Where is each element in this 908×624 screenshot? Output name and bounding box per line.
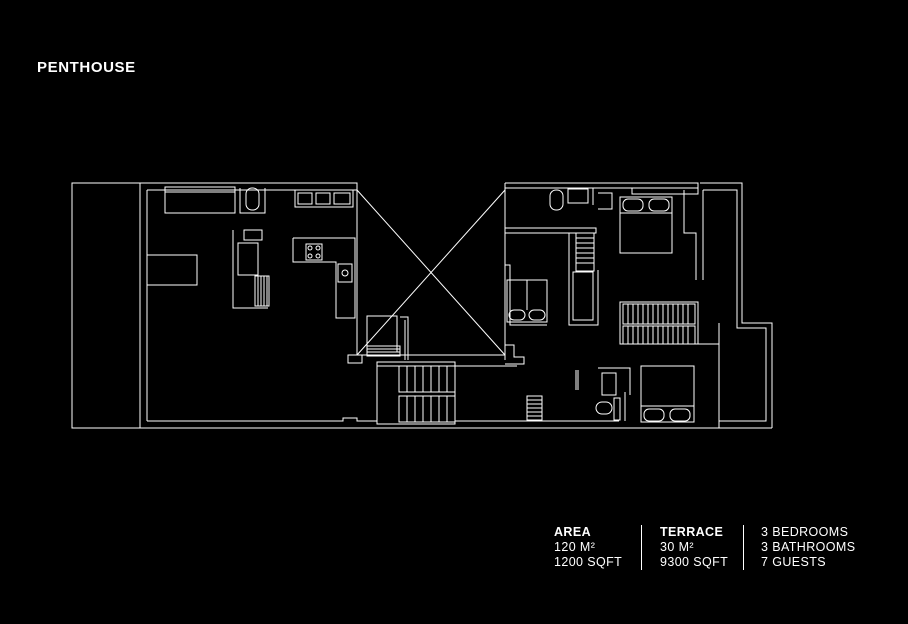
sink [567, 188, 589, 204]
terrace-spec: TERRACE 30 M² 9300 SQFT [641, 525, 743, 570]
kitchen-island [292, 237, 356, 319]
cooktop [305, 243, 323, 261]
terrace-area [71, 182, 141, 429]
kitchen-sink [337, 263, 353, 283]
bed [640, 365, 695, 423]
kitchen-counter [294, 189, 354, 208]
wall-niche [147, 254, 198, 286]
area-metric: 120 M² [554, 540, 596, 554]
bathrooms-count: 3 BATHROOMS [761, 540, 856, 554]
toilet [245, 187, 260, 211]
central-stairs [376, 361, 456, 425]
wardrobe-hatch [627, 304, 689, 344]
outer-wall [147, 417, 377, 422]
terrace-metric: 30 M² [660, 540, 694, 554]
sink [243, 229, 263, 241]
page-title: PENTHOUSE [37, 59, 136, 76]
toilet [549, 189, 564, 211]
area-spec: AREA 120 M² 1200 SQFT [554, 525, 641, 570]
stair-landing [366, 315, 398, 353]
bedroom-wall [505, 264, 547, 326]
rooms-spec: 3 BEDROOMS 3 BATHROOMS 7 GUESTS [743, 525, 855, 570]
shower-hatch [254, 275, 270, 307]
specs-panel: AREA 120 M² 1200 SQFT TERRACE 30 M² 9300… [554, 525, 855, 570]
shower [601, 372, 617, 396]
void-line [356, 189, 506, 356]
area-heading: AREA [554, 525, 592, 539]
outer-wall [504, 182, 699, 189]
stair-steps [366, 345, 401, 357]
sofa [164, 186, 236, 214]
closet-2 [572, 271, 594, 321]
area-imperial: 1200 SQFT [554, 555, 623, 569]
guests-count: 7 GUESTS [761, 555, 827, 569]
wardrobe [619, 301, 699, 345]
bedrooms-count: 3 BEDROOMS [761, 525, 849, 539]
outer-wall [703, 189, 767, 422]
closet [575, 232, 595, 272]
outer-wall [140, 182, 358, 191]
terrace-imperial: 9300 SQFT [660, 555, 729, 569]
bathtub [237, 242, 259, 276]
terrace-heading: TERRACE [660, 525, 724, 539]
outer-wall [700, 182, 773, 428]
bed [619, 196, 673, 254]
bedroom-wall [598, 192, 613, 210]
bathroom-wall [239, 188, 266, 214]
bathroom-wall [232, 230, 268, 309]
sofa-seat [164, 186, 236, 193]
toilet [595, 401, 613, 415]
